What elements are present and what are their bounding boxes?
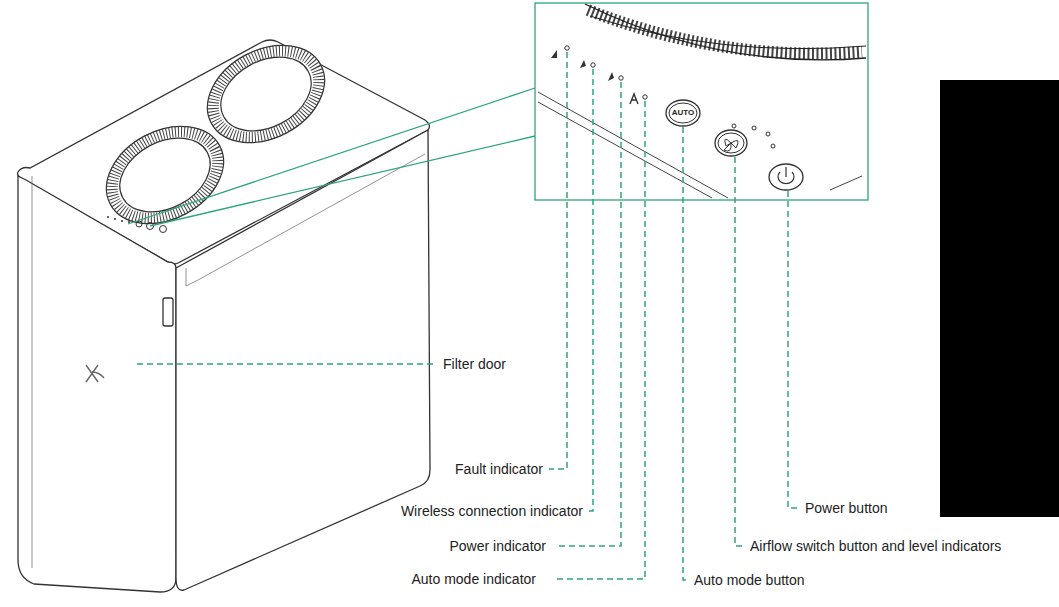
- part-label: Power button: [805, 499, 888, 517]
- part-label: Power indicator: [450, 537, 547, 555]
- part-label: Wireless connection indicator: [401, 502, 583, 520]
- zoom-detail: [538, 4, 866, 198]
- leader-line: [137, 52, 800, 580]
- zoom-callout: [128, 3, 868, 226]
- part-label: Fault indicator: [455, 460, 543, 478]
- button-text: AUTO: [672, 108, 695, 118]
- part-label: Auto mode indicator: [411, 570, 536, 588]
- black-panel: [940, 80, 1059, 517]
- part-label: Airflow switch button and level indicato…: [750, 537, 1001, 555]
- part-label: Filter door: [443, 355, 506, 373]
- part-label: Auto mode button: [694, 571, 805, 589]
